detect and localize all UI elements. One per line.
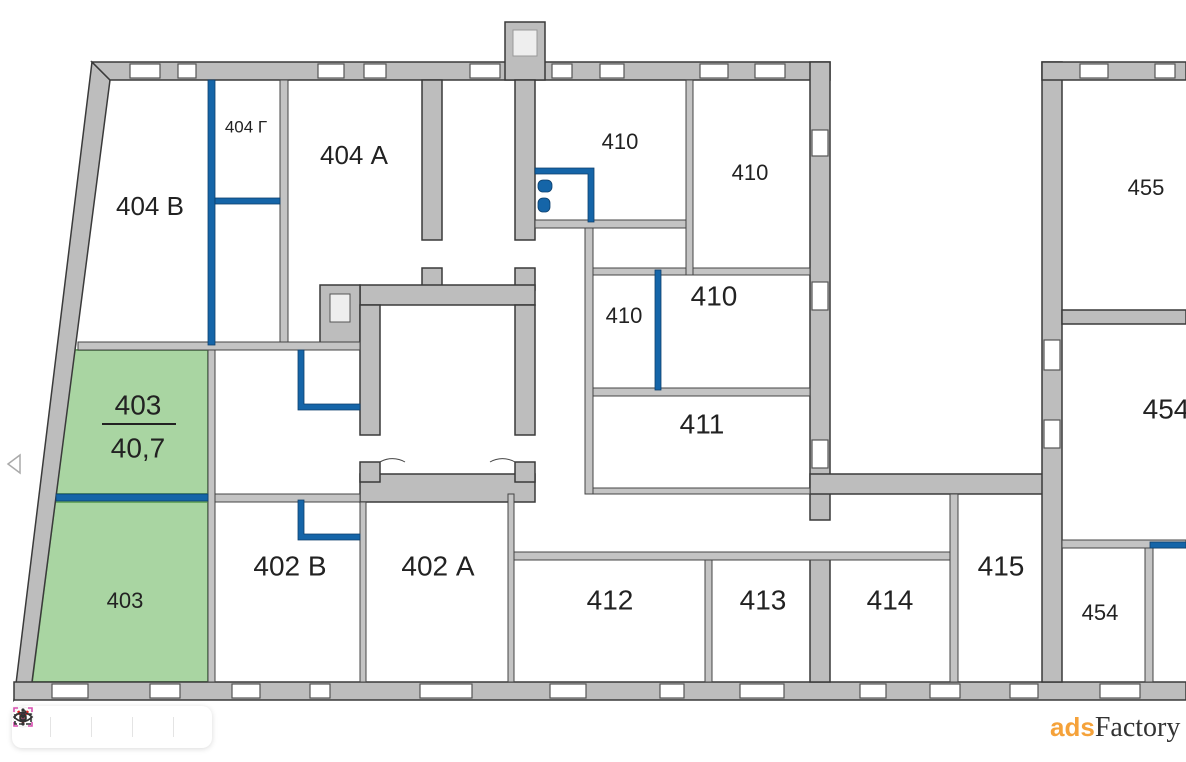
room-label[interactable]: 402 В xyxy=(253,550,326,581)
divider xyxy=(173,717,175,737)
room-label[interactable]: 410 xyxy=(602,129,639,154)
room-label[interactable]: 414 xyxy=(867,584,914,615)
previous-image-button[interactable] xyxy=(4,452,24,476)
outer-walls xyxy=(12,21,1186,703)
room-label[interactable]: 412 xyxy=(587,584,634,615)
windows xyxy=(51,63,1176,699)
divider xyxy=(49,717,51,737)
room-label[interactable]: 404 В xyxy=(116,191,184,221)
room-label[interactable]: 455 xyxy=(1128,175,1165,200)
room-label[interactable]: 404 Г xyxy=(225,117,267,136)
room-403-selected-area[interactable] xyxy=(54,349,209,495)
chevron-left-icon xyxy=(6,453,21,475)
room-label[interactable]: 410 xyxy=(732,160,769,185)
divider xyxy=(132,717,134,737)
blue-partitions xyxy=(55,79,1186,549)
room-label[interactable]: 404 А xyxy=(320,140,389,170)
interior-walls xyxy=(319,79,536,503)
room-label[interactable]: 411 xyxy=(680,408,725,439)
more-button[interactable] xyxy=(21,708,209,742)
image-toolbar xyxy=(12,706,212,748)
room-label[interactable]: 454 xyxy=(1082,600,1119,625)
room-label[interactable]: 415 xyxy=(978,550,1025,581)
translate-button[interactable] xyxy=(13,707,86,742)
lens-search-button[interactable] xyxy=(14,710,168,742)
room-label[interactable]: 454 xyxy=(1143,393,1186,424)
room-label[interactable]: 403 xyxy=(107,588,144,613)
divider xyxy=(90,717,92,737)
room-label[interactable]: 413 xyxy=(740,584,787,615)
room-label[interactable]: 410 xyxy=(691,280,738,311)
room-label[interactable]: 410 xyxy=(606,303,643,328)
partitions xyxy=(77,79,1186,683)
room-area: 40,7 xyxy=(111,432,166,463)
room-label[interactable]: 402 А xyxy=(401,550,474,581)
adsfactory-watermark-logo: adsFactory xyxy=(1050,712,1181,743)
view-button[interactable] xyxy=(12,711,127,742)
room-labels: 404 В 404 Г 404 А 410 410 410 410 455 40… xyxy=(102,117,1186,625)
more-icon xyxy=(21,708,25,726)
room-label-selected[interactable]: 403 xyxy=(115,389,162,420)
